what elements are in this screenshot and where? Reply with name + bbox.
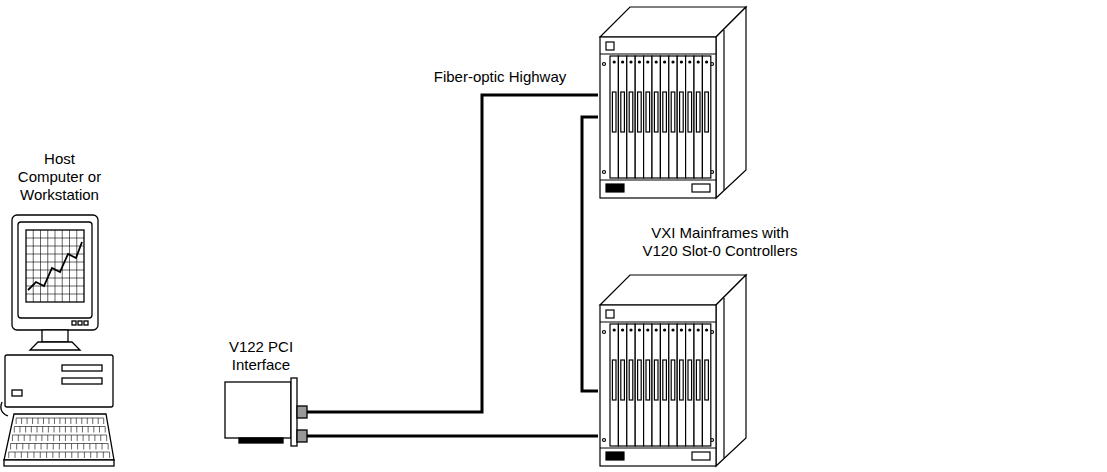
fiber-optic-link bbox=[307, 95, 598, 412]
fiber-optic-link bbox=[307, 435, 598, 438]
pci-interface-card: V122 PCI Interface bbox=[215, 338, 307, 450]
node-label: Host Computer or Workstation bbox=[12, 150, 107, 204]
mainframe-drawing bbox=[598, 4, 748, 200]
mainframe-drawing bbox=[598, 272, 748, 468]
vxi-mainframe bbox=[598, 4, 748, 200]
node-label: V122 PCI Interface bbox=[215, 338, 307, 374]
fiber-optic-link bbox=[582, 117, 598, 391]
link-label: Fiber-optic Highway bbox=[434, 68, 567, 86]
group-label: VXI Mainframes with V120 Slot-0 Controll… bbox=[634, 224, 806, 260]
host-computer: Host Computer or Workstation bbox=[2, 150, 117, 468]
vxi-mainframe bbox=[598, 272, 748, 468]
